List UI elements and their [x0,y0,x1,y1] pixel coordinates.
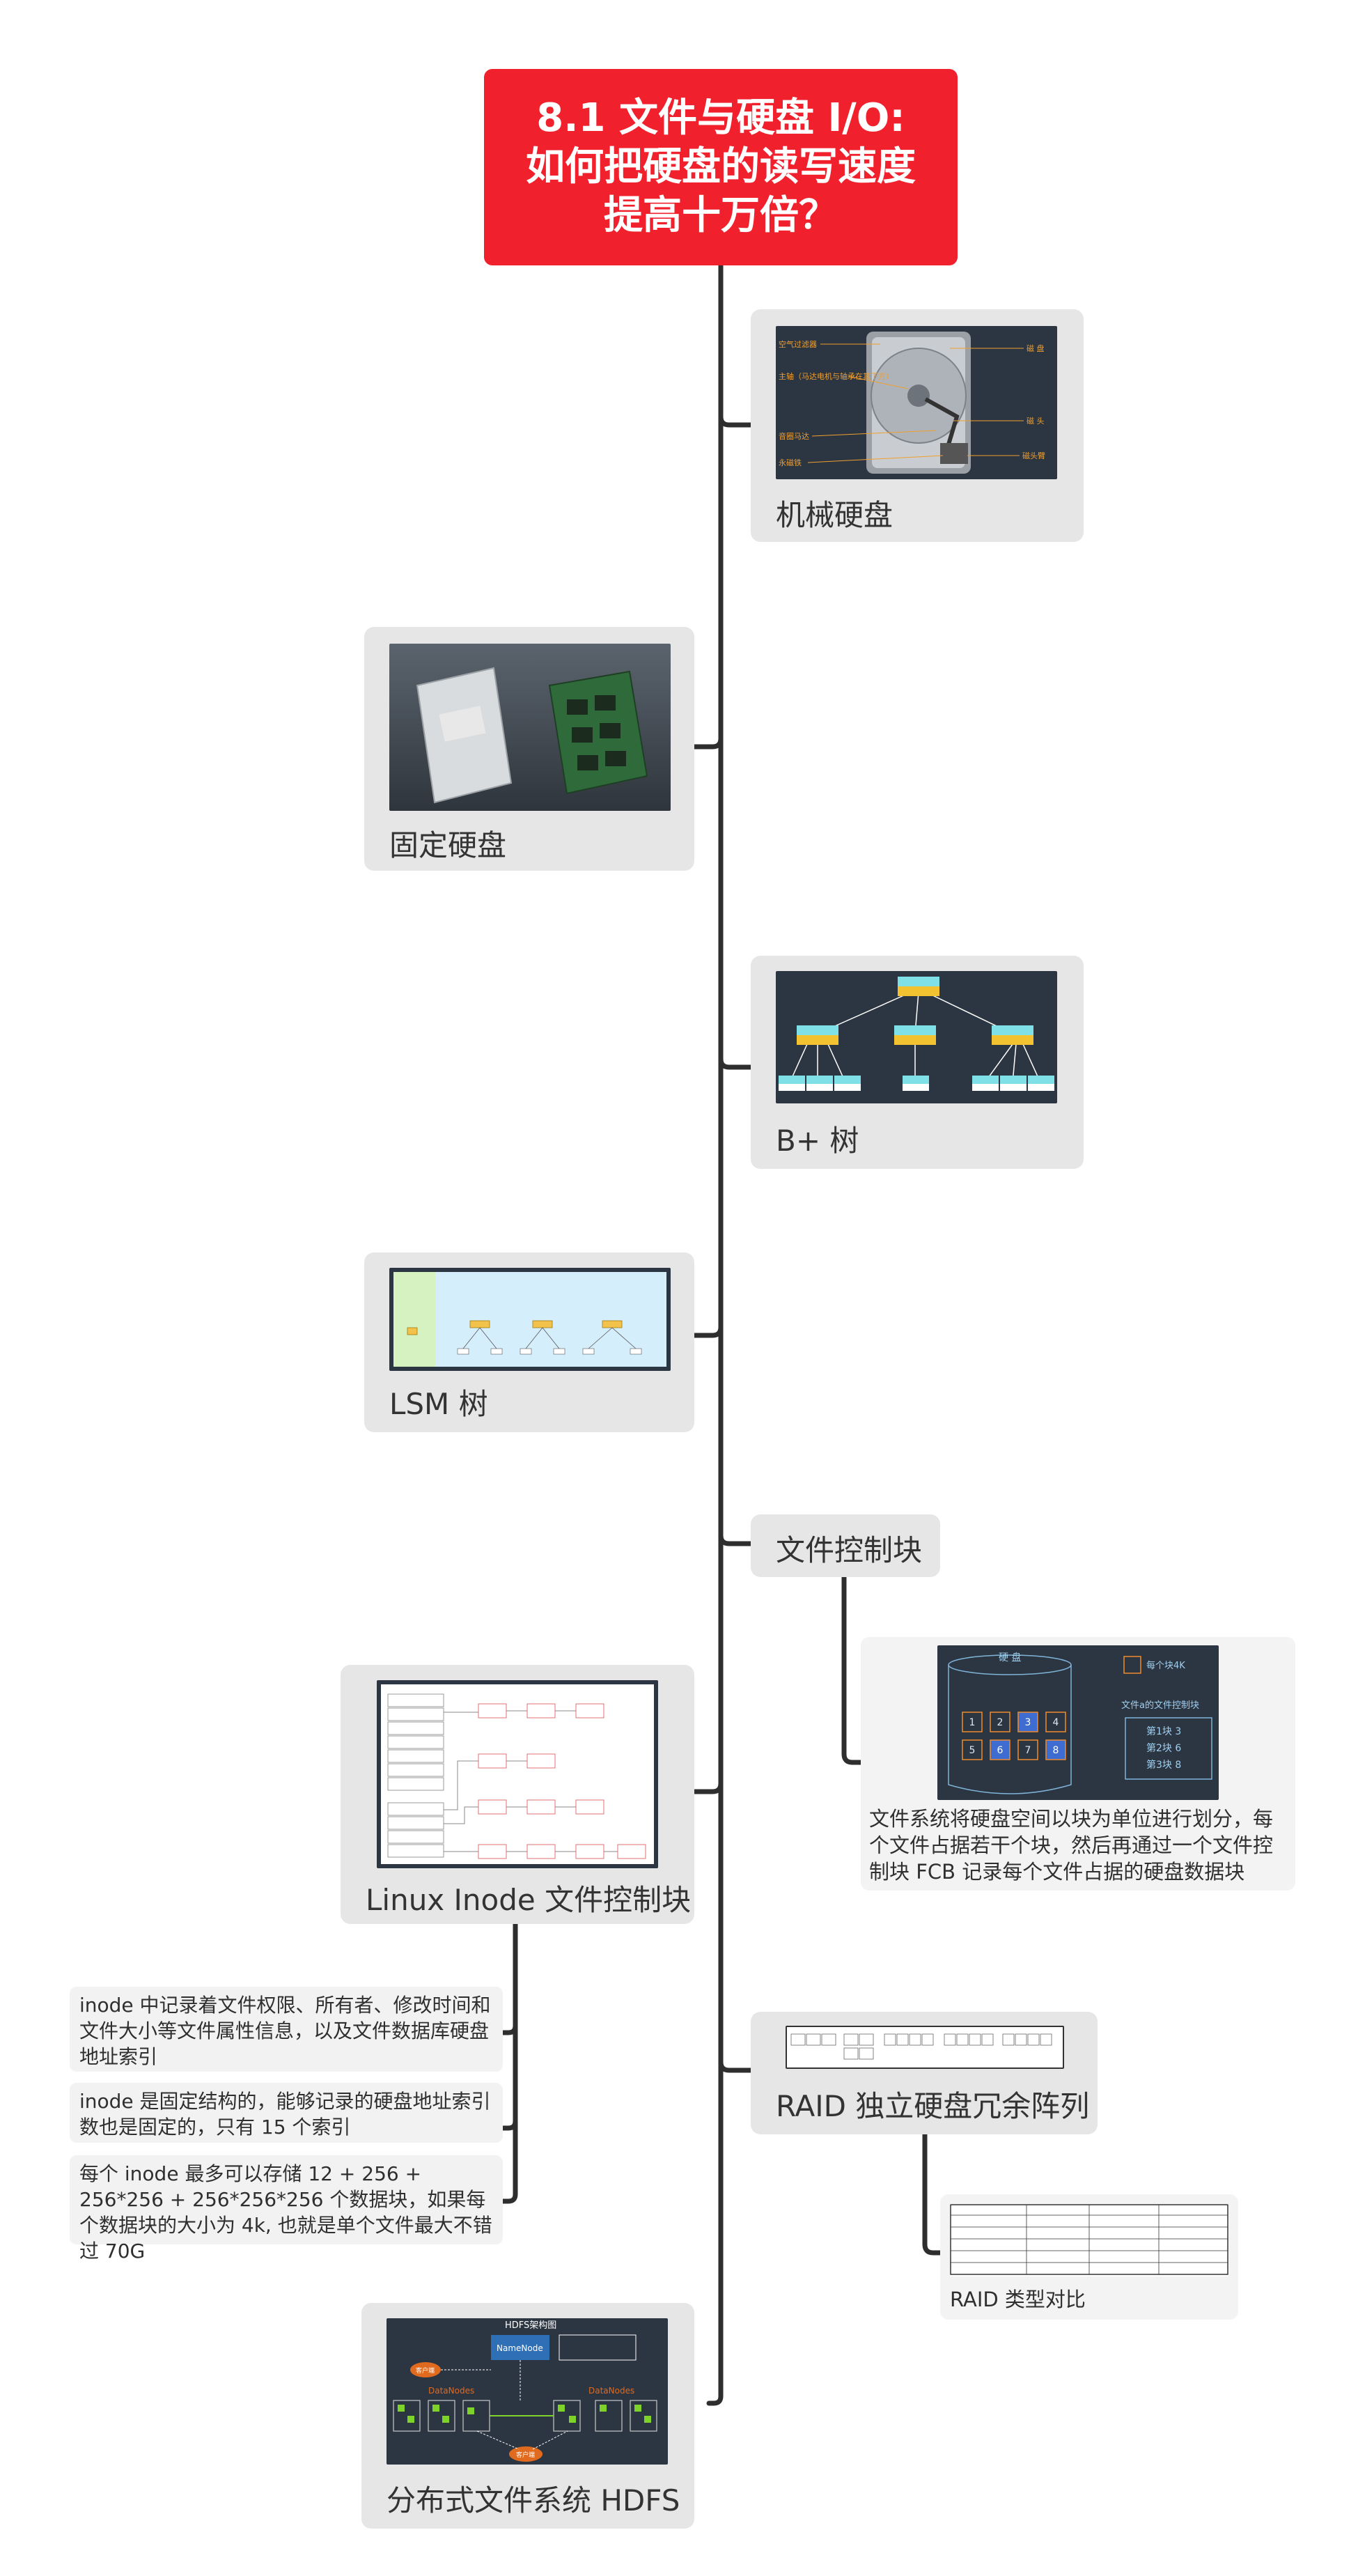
block-4: 4 [1053,1717,1059,1728]
fcb-entry-3: 第3块 8 [1146,1759,1181,1771]
label-head: 磁 头 [1027,417,1045,426]
raid-diagram-image [786,2026,1064,2069]
inode-note-2-text: inode 是固定结构的，能够记录的硬盘地址索引数也是固定的，只有 15 个索引 [79,2090,491,2139]
fcb-file-title: 文件a的文件控制块 [1121,1700,1199,1711]
label-spindle: 主轴（马达电机与轴承在其下方） [779,371,893,381]
lsm-tree-image [389,1268,671,1371]
block-1: 1 [969,1717,976,1728]
fcb-note: 文件系统将硬盘空间以块为单位进行划分，每个文件占据若干个块，然后再通过一个文件控… [869,1807,1274,1884]
inode-note-2: inode 是固定结构的，能够记录的硬盘地址索引数也是固定的，只有 15 个索引 [70,2083,503,2143]
hdfs-datanodes-right: DataNodes [588,2386,634,2396]
fcb-entry-1: 第1块 3 [1146,1725,1181,1737]
hdfs-datanodes-left: DataNodes [428,2386,474,2396]
raid-comparison: RAID 类型对比 [940,2194,1238,2320]
label-air-filter: 空气过滤器 [779,339,817,349]
label-platter: 磁 盘 [1027,343,1045,353]
hard-disk-image: 空气过滤器 主轴（马达电机与轴承在其下方） 音圈马达 永磁铁 磁 盘 磁 头 磁… [776,326,1057,479]
node-label: 文件控制块 [776,1533,923,1567]
ssd-image [389,644,671,811]
block-3: 3 [1025,1717,1031,1728]
node-bplus-tree[interactable]: B+ 树 [751,956,1084,1169]
inode-note-1: inode 中记录着文件权限、所有者、修改时间和文件大小等文件属性信息，以及文件… [70,1987,503,2072]
node-hdfs[interactable]: HDFS架构图 NameNode 客户端 DataNodes DataNodes… [361,2303,694,2529]
node-mechanical-disk[interactable]: 空气过滤器 主轴（马达电机与轴承在其下方） 音圈马达 永磁铁 磁 盘 磁 头 磁… [751,309,1084,542]
block-2: 2 [997,1717,1004,1728]
hdfs-diagram-image: HDFS架构图 NameNode 客户端 DataNodes DataNodes… [387,2318,668,2465]
node-inode[interactable]: Linux Inode 文件控制块 [341,1665,694,1924]
root-title: 8.1 文件与硬盘 I/O: 如何把硬盘的读写速度提高十万倍？ [526,95,916,238]
raid-comparison-label: RAID 类型对比 [950,2288,1086,2311]
node-label: RAID 独立硬盘冗余阵列 [776,2089,1090,2123]
label-arm: 磁头臂 [1022,451,1045,460]
root-topic[interactable]: 8.1 文件与硬盘 I/O: 如何把硬盘的读写速度提高十万倍？ [484,69,958,265]
fcb-entry-2: 第2块 6 [1146,1742,1181,1754]
node-ssd[interactable]: 固定硬盘 [364,627,694,871]
node-raid[interactable]: RAID 独立硬盘冗余阵列 [751,2012,1098,2134]
label-voice-coil: 音圈马达 [779,431,809,441]
fcb-diagram-image: 硬 盘 1 2 3 4 5 6 7 8 每个块4K 文件a的文件控制块 第1块 … [937,1645,1219,1800]
inode-diagram-image [377,1680,658,1868]
node-label: 分布式文件系统 HDFS [387,2483,680,2517]
hdfs-client-top: 客户端 [416,2366,435,2375]
block-6: 6 [997,1745,1004,1756]
node-label: 机械硬盘 [776,498,893,532]
node-label: Linux Inode 文件控制块 [366,1883,692,1917]
fcb-disk-title: 硬 盘 [999,1652,1021,1663]
hdfs-title: HDFS架构图 [505,2320,556,2331]
inode-note-1-text: inode 中记录着文件权限、所有者、修改时间和文件大小等文件属性信息，以及文件… [79,1994,491,2068]
block-5: 5 [969,1745,976,1756]
hdfs-namenode: NameNode [497,2343,543,2353]
node-label: B+ 树 [776,1124,859,1158]
label-magnet: 永磁铁 [779,458,802,467]
raid-table-image [950,2204,1228,2276]
node-label: LSM 树 [389,1387,488,1421]
node-fcb[interactable]: 文件控制块 [751,1514,940,1577]
node-label: 固定硬盘 [389,828,507,862]
inode-note-3-text: 每个 inode 最多可以存储 12 + 256 + 256*256 + 256… [79,2162,492,2263]
inode-note-3: 每个 inode 最多可以存储 12 + 256 + 256*256 + 256… [70,2155,503,2263]
block-8: 8 [1053,1745,1059,1756]
node-lsm-tree[interactable]: LSM 树 [364,1252,694,1432]
bplus-tree-image [776,971,1057,1103]
hdfs-client-bottom: 客户端 [516,2451,535,2459]
fcb-detail: 硬 盘 1 2 3 4 5 6 7 8 每个块4K 文件a的文件控制块 第1块 … [861,1637,1295,1891]
fcb-legend: 每个块4K [1146,1660,1185,1671]
block-7: 7 [1025,1745,1031,1756]
